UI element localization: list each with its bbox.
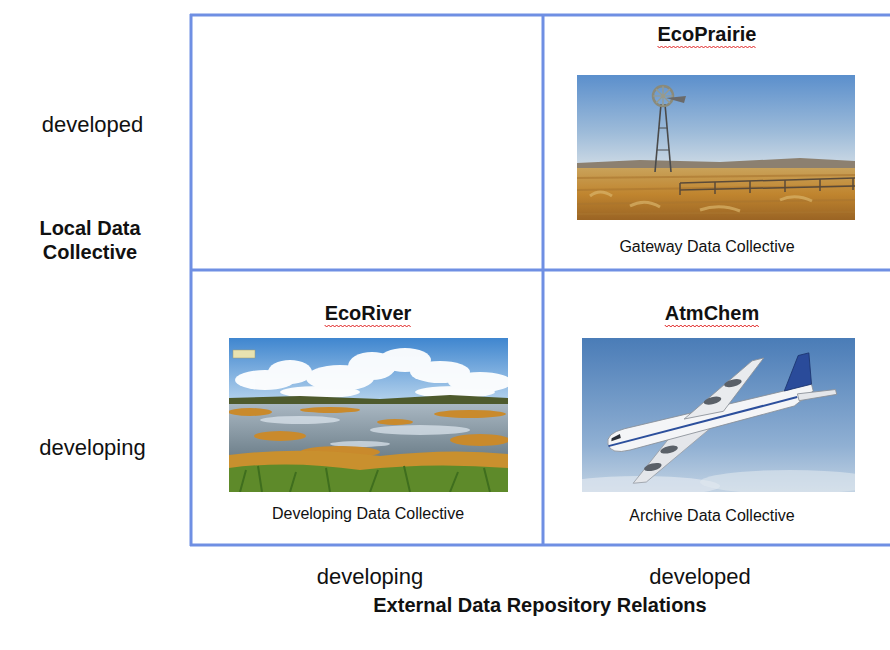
axis-level: developed [600,563,800,591]
aircraft-part [660,444,679,455]
grid-line [190,269,890,272]
prairie-photo-part [590,192,812,211]
spellcheck-underline [658,46,756,48]
axis-level: developing [270,563,470,591]
aircraft-part [643,461,662,472]
aircraft-photo-part [700,470,855,492]
aircraft-photo [582,338,855,492]
clouds [235,348,508,398]
windmill-part [653,86,673,106]
fence-part [714,182,716,194]
collective-name: EcoPrairie [658,22,757,46]
windmill-part [659,128,667,129]
fence-part [680,178,855,183]
axis-title: External Data Repository Relations [240,592,840,618]
wetland-photo-part [229,338,508,404]
quadrant-cell: EcoRiverDeveloping Data Collective [193,272,543,544]
axis-level: developed [0,111,185,139]
fence-part [680,186,855,190]
collective-name: AtmChem [665,301,759,325]
aircraft-part [723,378,742,389]
fence-part [679,183,681,195]
windmill-part [653,86,673,106]
axis-level: developing [0,434,185,462]
prairie-photo-part [577,75,855,170]
aircraft-part [674,358,773,421]
windmill-part [655,104,661,172]
wetland-photo-part-part [260,416,340,424]
windmill-part [665,104,671,172]
collective-type: Developing Data Collective [272,504,464,524]
grid-line [190,14,193,546]
fence-part [852,178,854,190]
aircraft-part [797,385,836,404]
fence-part [819,179,821,191]
wetland-photo-part [229,395,508,405]
wetland-photo-part [229,451,508,492]
vegetation-part [377,419,413,425]
grid-line [190,14,890,17]
vegetation-part [229,408,272,416]
fence-part [784,180,786,192]
vegetation [229,407,508,458]
wetland-photo-part-part [370,425,470,435]
quadrant-cell: EcoPrairieGateway Data Collective [544,16,870,269]
collective-type: Archive Data Collective [629,506,794,526]
axis-title: Local Data Collective [15,216,165,264]
aircraft [597,343,846,489]
fence [680,178,855,195]
aircraft-part [604,377,816,454]
prairie-photo-part [577,168,855,220]
collective-type: Gateway Data Collective [619,237,794,257]
aircraft-part [703,395,722,406]
prairie-photo-part [577,175,855,214]
grid-line [190,544,890,547]
spellcheck-underline [665,325,759,327]
matrix-grid-part [190,14,890,546]
windmill [653,86,686,172]
vegetation-part [254,431,306,441]
collective-name: EcoRiver [325,301,412,325]
grid-line [542,14,545,546]
wetland-photo-part [240,466,490,492]
clouds-part [268,360,312,384]
clouds-part [280,386,360,398]
quadrant-cell: AtmChemArchive Data Collective [544,272,880,544]
wetland-photo-part [229,404,508,458]
tooltip-tag [233,350,255,358]
vegetation-part [300,407,360,413]
vegetation-part [434,410,506,418]
aircraft-part [610,434,621,441]
windmill-part [657,150,669,151]
windmill-part [666,96,686,103]
spellcheck-underline [325,325,411,327]
fence-part [749,181,751,193]
wetland-photo-part [260,416,470,447]
prairie-photo [577,75,855,220]
aircraft-photo-part [582,338,855,492]
wetland-photo [229,338,508,492]
aircraft-part [777,353,817,391]
vegetation-part [450,434,508,446]
wetland-photo-part [229,464,508,492]
